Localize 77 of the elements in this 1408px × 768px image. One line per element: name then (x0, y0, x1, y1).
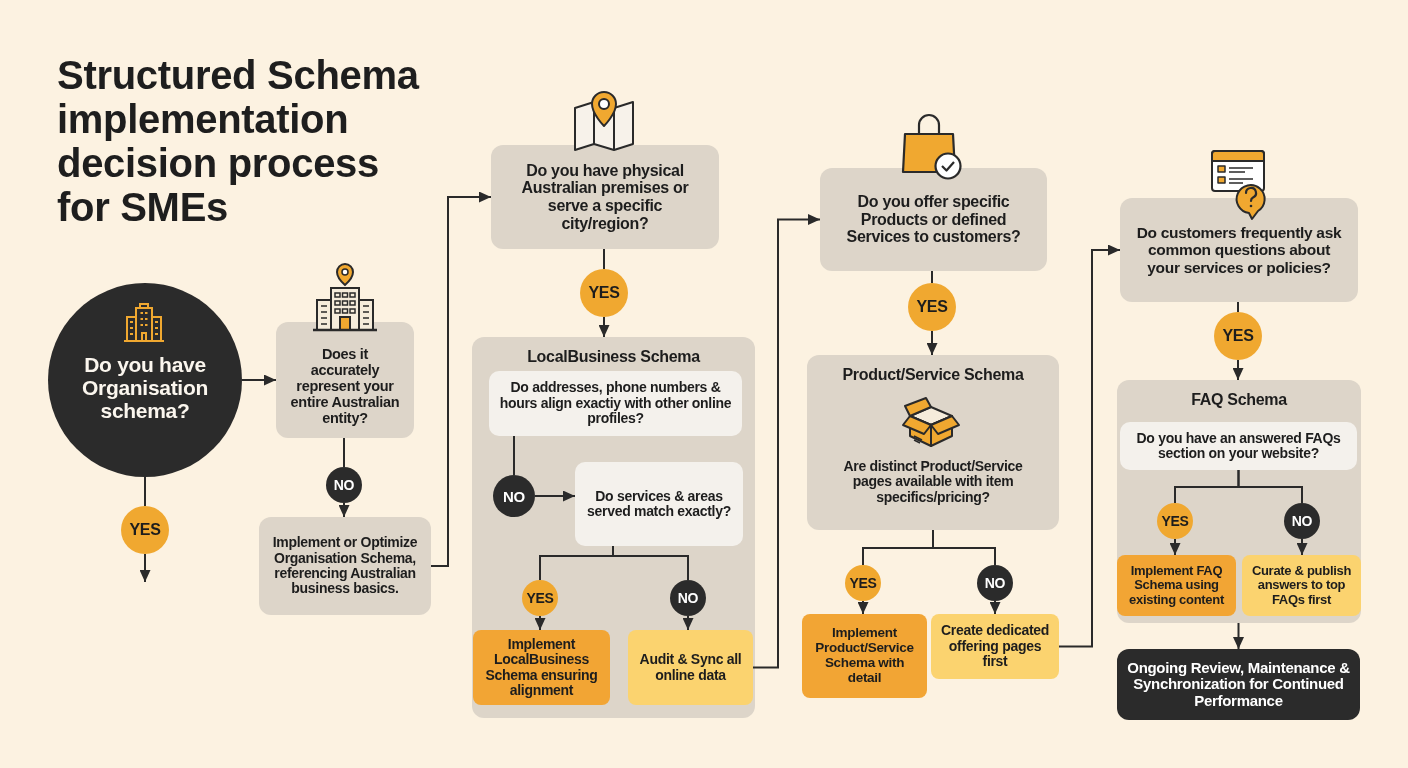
action-text: Implement Product/Service Schema with detail (814, 626, 915, 686)
yes-badge: YES (522, 580, 558, 616)
question-text: Do you have physical Australian premises or serve a specific city/region? (521, 161, 689, 233)
arrow (598, 316, 610, 338)
decision-box (575, 462, 743, 546)
question-text: Do you have an answered FAQs section on your website? (1135, 430, 1342, 462)
action-box (1242, 555, 1361, 616)
decision-box (276, 322, 414, 438)
arrow (1296, 538, 1308, 556)
section-heading: LocalBusiness Schema (526, 348, 702, 366)
yes-badge: YES (1157, 503, 1193, 539)
arrow (534, 490, 576, 502)
action-text: Curate & publish answers to top FAQs first (1250, 564, 1353, 607)
yes-badge: YES (845, 565, 881, 601)
action-box (473, 630, 610, 705)
no-badge: NO (977, 565, 1013, 601)
outcome-box (1117, 649, 1360, 720)
arrow (752, 214, 821, 669)
action-text: Implement FAQ Schema using existing content (1128, 564, 1225, 607)
section-heading: Product/Service Schema (841, 366, 1025, 384)
arrow (1233, 622, 1244, 650)
connector-line (931, 270, 933, 284)
yes-badge: YES (580, 269, 628, 317)
connector-line (343, 437, 345, 468)
arrow (534, 615, 546, 631)
decision-box (491, 145, 719, 249)
decision-box (1120, 422, 1357, 470)
decision-box (259, 517, 431, 615)
arrow (989, 600, 1001, 615)
action-box (802, 614, 927, 698)
arrow (857, 600, 869, 615)
arrow (926, 330, 938, 356)
yes-badge: YES (1214, 312, 1262, 360)
arrow (139, 553, 151, 583)
action-box (1117, 555, 1236, 616)
arrow (338, 502, 350, 518)
connector-line (1237, 301, 1239, 313)
arrow (1232, 359, 1244, 381)
connector-line (603, 248, 605, 270)
question-text: Are distinct Product/Service pages available with item specifics/pricing? (842, 459, 1024, 506)
question-text: Does it accurately represent your entire Australian entity? (289, 347, 401, 427)
connector-line (1237, 469, 1303, 504)
question-text: Do customers frequently ask common questions about your services or policies? (1135, 224, 1343, 276)
arrow (682, 615, 694, 631)
connector-line (612, 545, 689, 581)
diagram-title: Structured Schema implementation decision process for SMEs (57, 53, 421, 229)
action-text: Audit & Sync all online data (638, 652, 743, 683)
question-text: Do you have Organisation schema? (81, 353, 209, 423)
arrow (1058, 244, 1121, 648)
section-heading: FAQ Schema (1190, 391, 1289, 409)
decision-box (820, 168, 1047, 271)
schema-panel (1117, 380, 1361, 623)
yes-badge: YES (121, 506, 169, 554)
question-text: Do services & areas served match exactly? (586, 488, 732, 520)
no-badge: NO (326, 467, 362, 503)
no-badge: NO (493, 475, 535, 517)
connector-line (513, 435, 515, 476)
no-badge: NO (1284, 503, 1320, 539)
schema-panel (807, 355, 1059, 530)
decision-box (489, 371, 742, 436)
connector-line (932, 529, 996, 566)
decision-box (1120, 198, 1358, 302)
arrow (1169, 538, 1181, 556)
arrow (241, 374, 277, 386)
connector-line (144, 476, 146, 507)
arrow (430, 191, 492, 567)
question-text: Do addresses, phone numbers & hours align exactiy with other online profiles? (498, 380, 733, 427)
no-badge: NO (670, 580, 706, 616)
action-box (931, 614, 1059, 679)
action-text: Create dedicated offering pages first (940, 623, 1050, 670)
action-box (628, 630, 753, 705)
action-text: Implement LocalBusiness Schema ensuring alignment (484, 636, 599, 699)
schema-panel (472, 337, 755, 718)
question-text: Do you offer specific Products or defined Services to customers? (845, 193, 1022, 246)
outcome-text: Ongoing Review, Maintenance & Synchronization for Continued Performance (1126, 659, 1351, 710)
yes-badge: YES (908, 283, 956, 331)
question-text: Implement or Optimize Organisation Schema, referencing Australian business basics. (271, 535, 419, 597)
